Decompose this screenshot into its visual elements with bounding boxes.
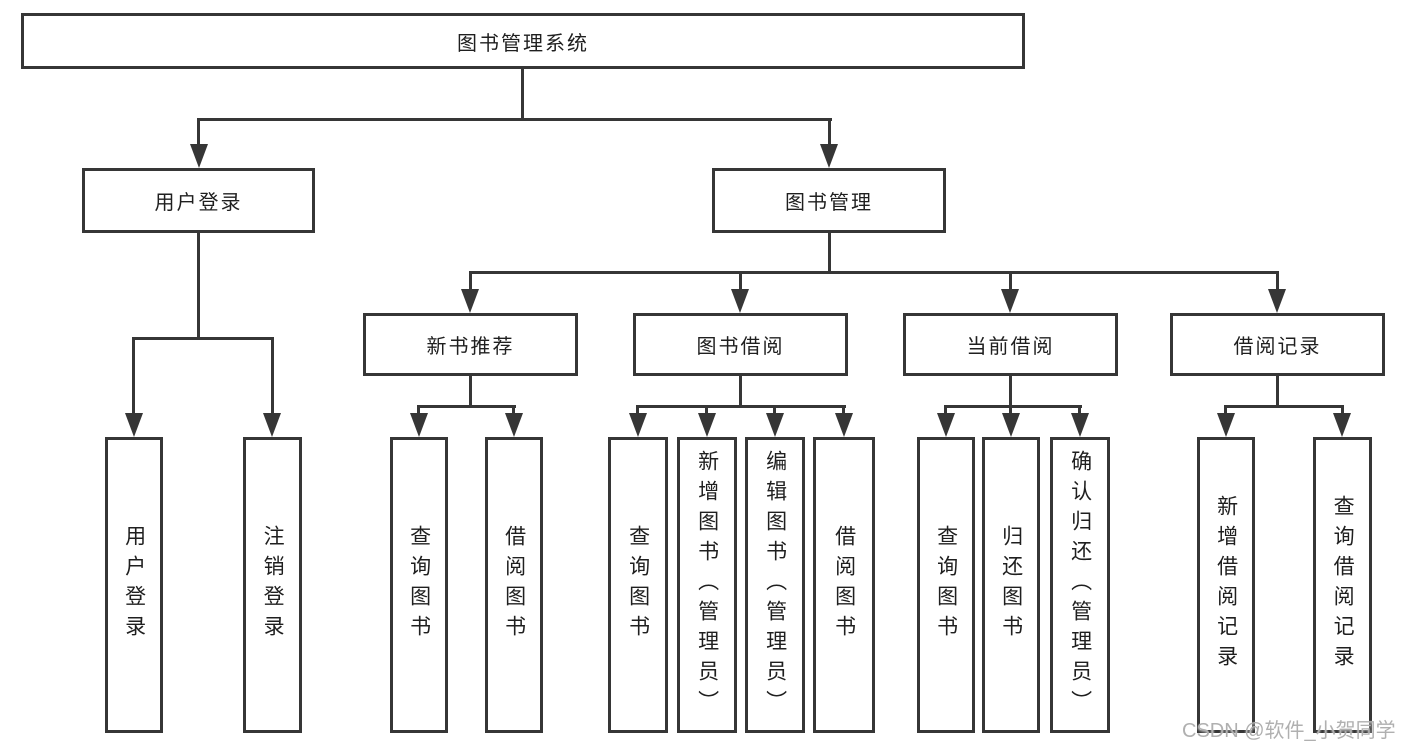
node-label: 当前借阅 [966, 336, 1055, 358]
arrow-down-icon [698, 413, 716, 437]
arrow-down-icon [1268, 289, 1286, 313]
leaf-query-borrow-record: 查询借阅记录 [1313, 437, 1372, 733]
leaf-return-books: 归还图书 [982, 437, 1040, 733]
arrow-down-icon [766, 413, 784, 437]
arrow-down-icon [505, 413, 523, 437]
node-new-book-recommendation: 新书推荐 [363, 313, 578, 376]
connector-line [739, 271, 742, 292]
arrow-down-icon [190, 144, 208, 168]
node-label: 借阅记录 [1233, 336, 1322, 358]
arrow-down-icon [820, 144, 838, 168]
connector-line [636, 405, 846, 408]
leaf-label: 归还图书 [999, 525, 1023, 645]
connector-line [739, 376, 742, 408]
arrow-down-icon [410, 413, 428, 437]
leaf-label: 新增图书（管理员） [695, 450, 719, 720]
node-book-borrowing: 图书借阅 [633, 313, 848, 376]
leaf-label: 确认归还（管理员） [1068, 450, 1092, 720]
leaf-query-books-current: 查询图书 [917, 437, 975, 733]
arrow-down-icon [835, 413, 853, 437]
arrow-down-icon [461, 289, 479, 313]
connector-line [1078, 405, 1081, 415]
connector-line [944, 405, 1082, 408]
connector-line [469, 271, 472, 292]
connector-line [417, 405, 516, 408]
connector-line [197, 118, 200, 148]
leaf-add-books-admin: 新增图书（管理员） [677, 437, 737, 733]
leaf-query-books-borrowing: 查询图书 [608, 437, 668, 733]
connector-line [636, 405, 639, 415]
arrow-down-icon [1001, 289, 1019, 313]
node-label: 图书管理系统 [457, 32, 589, 55]
connector-line [512, 405, 515, 415]
leaf-label: 注销登录 [261, 525, 285, 645]
connector-line [1276, 271, 1279, 292]
connector-line [1224, 405, 1227, 415]
connector-line [132, 337, 274, 340]
connector-line [1009, 405, 1012, 415]
connector-line [132, 337, 135, 414]
connector-line [1009, 376, 1012, 408]
arrow-down-icon [1071, 413, 1089, 437]
leaf-borrow-books-recommend: 借阅图书 [485, 437, 543, 733]
leaf-label: 查询图书 [407, 525, 431, 645]
connector-line [828, 233, 831, 274]
leaf-label: 查询图书 [626, 525, 650, 645]
connector-line [469, 376, 472, 408]
node-label: 用户登录 [154, 192, 243, 214]
arrow-down-icon [1333, 413, 1351, 437]
arrow-down-icon [263, 413, 281, 437]
leaf-label: 查询图书 [934, 525, 958, 645]
arrow-down-icon [1217, 413, 1235, 437]
leaf-add-borrow-record: 新增借阅记录 [1197, 437, 1255, 733]
arrow-down-icon [125, 413, 143, 437]
connector-line [271, 337, 274, 414]
node-current-borrowing: 当前借阅 [903, 313, 1118, 376]
connector-line [1224, 405, 1344, 408]
connector-line [469, 271, 1279, 274]
leaf-label: 用户登录 [122, 525, 146, 645]
leaf-query-books-recommend: 查询图书 [390, 437, 448, 733]
leaf-borrow-books-borrowing: 借阅图书 [813, 437, 875, 733]
leaf-confirm-return-admin: 确认归还（管理员） [1050, 437, 1110, 733]
connector-line [705, 405, 708, 415]
node-borrowing-records: 借阅记录 [1170, 313, 1385, 376]
connector-line [417, 405, 420, 415]
connector-line [1009, 271, 1012, 292]
arrow-down-icon [629, 413, 647, 437]
leaf-edit-books-admin: 编辑图书（管理员） [745, 437, 805, 733]
leaf-label: 编辑图书（管理员） [763, 450, 787, 720]
leaf-label: 借阅图书 [832, 525, 856, 645]
connector-line [197, 233, 200, 340]
node-label: 图书借阅 [696, 336, 785, 358]
arrow-down-icon [937, 413, 955, 437]
leaf-user-login: 用户登录 [105, 437, 163, 733]
watermark: CSDN @软件_小贺同学 [1182, 720, 1396, 742]
leaf-label: 新增借阅记录 [1214, 495, 1238, 675]
leaf-logout-login: 注销登录 [243, 437, 302, 733]
connector-line [521, 69, 524, 120]
connector-line [1341, 405, 1344, 415]
connector-line [828, 118, 831, 148]
node-label: 新书推荐 [426, 336, 515, 358]
connector-line [944, 405, 947, 415]
connector-line [1276, 376, 1279, 408]
node-label: 图书管理 [785, 192, 873, 214]
leaf-label: 查询借阅记录 [1331, 495, 1355, 675]
node-library-management-system: 图书管理系统 [21, 13, 1025, 69]
leaf-label: 借阅图书 [502, 525, 526, 645]
node-book-management: 图书管理 [712, 168, 946, 233]
arrow-down-icon [1002, 413, 1020, 437]
arrow-down-icon [731, 289, 749, 313]
node-user-login: 用户登录 [82, 168, 315, 233]
connector-line [197, 118, 832, 121]
connector-line [842, 405, 845, 415]
connector-line [773, 405, 776, 415]
